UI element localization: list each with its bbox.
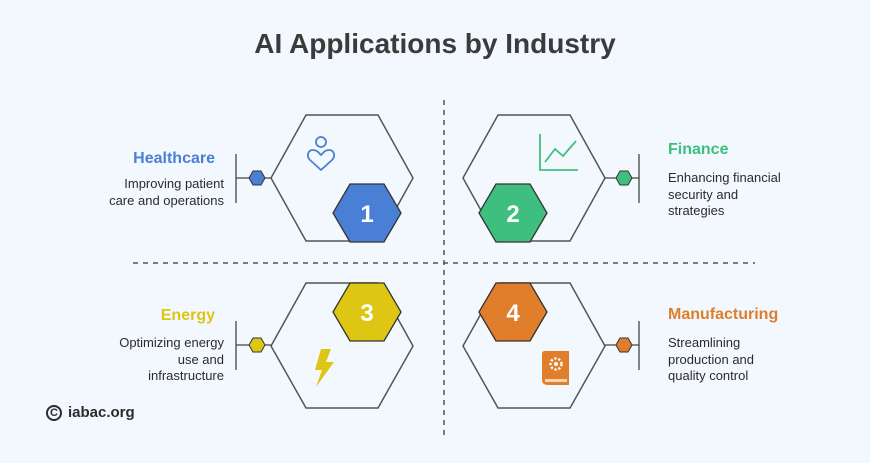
energy-desc-line: use and — [177, 351, 224, 367]
brand-text: iabac.org — [68, 404, 135, 421]
connector-2 — [605, 154, 640, 203]
energy-desc-line: Optimizing energy — [119, 335, 224, 350]
lightning-icon — [315, 349, 334, 387]
gear-book-icon — [542, 351, 569, 385]
energy-description: Optimizing energy use and infrastructure — [60, 335, 224, 385]
connector-4 — [605, 321, 640, 370]
page-title: AI Applications by Industry — [254, 28, 616, 59]
copyright-icon: C — [46, 405, 62, 421]
healthcare-description: Improving patient care and operations — [60, 176, 224, 209]
healthcare-desc-line: Improving patient — [124, 176, 224, 191]
number-3: 3 — [360, 300, 373, 327]
healthcare-desc-line: care and operations — [109, 192, 224, 208]
heart-person-icon — [306, 136, 336, 171]
number-2: 2 — [506, 201, 519, 228]
line-chart-icon — [539, 134, 578, 171]
energy-heading: Energy — [160, 307, 215, 324]
number-badge-3 — [332, 282, 402, 342]
manufacturing-desc-line: production and — [668, 351, 755, 367]
manufacturing-desc-line: Streamlining — [668, 335, 741, 350]
number-badge-2 — [478, 183, 548, 243]
number-badge-4 — [478, 282, 548, 342]
energy-desc-line: infrastructure — [148, 368, 224, 383]
manufacturing-heading: Manufacturing — [668, 306, 779, 323]
finance-desc-line: security and — [668, 186, 739, 202]
number-1: 1 — [360, 201, 373, 228]
finance-desc-line: strategies — [668, 203, 725, 218]
number-badge-1 — [332, 183, 402, 243]
finance-description: Enhancing financial security and strateg… — [668, 170, 848, 220]
finance-heading: Finance — [668, 141, 729, 158]
healthcare-heading: Healthcare — [133, 150, 215, 167]
outline-hexagon-2 — [462, 114, 606, 242]
connector-1 — [235, 154, 271, 203]
number-4: 4 — [506, 300, 520, 327]
manufacturing-description: Streamlining production and quality cont… — [668, 335, 848, 385]
connector-3 — [235, 321, 271, 370]
outline-hexagon-4 — [462, 282, 606, 409]
finance-desc-line: Enhancing financial — [668, 170, 781, 185]
manufacturing-desc-line: quality control — [668, 368, 749, 383]
